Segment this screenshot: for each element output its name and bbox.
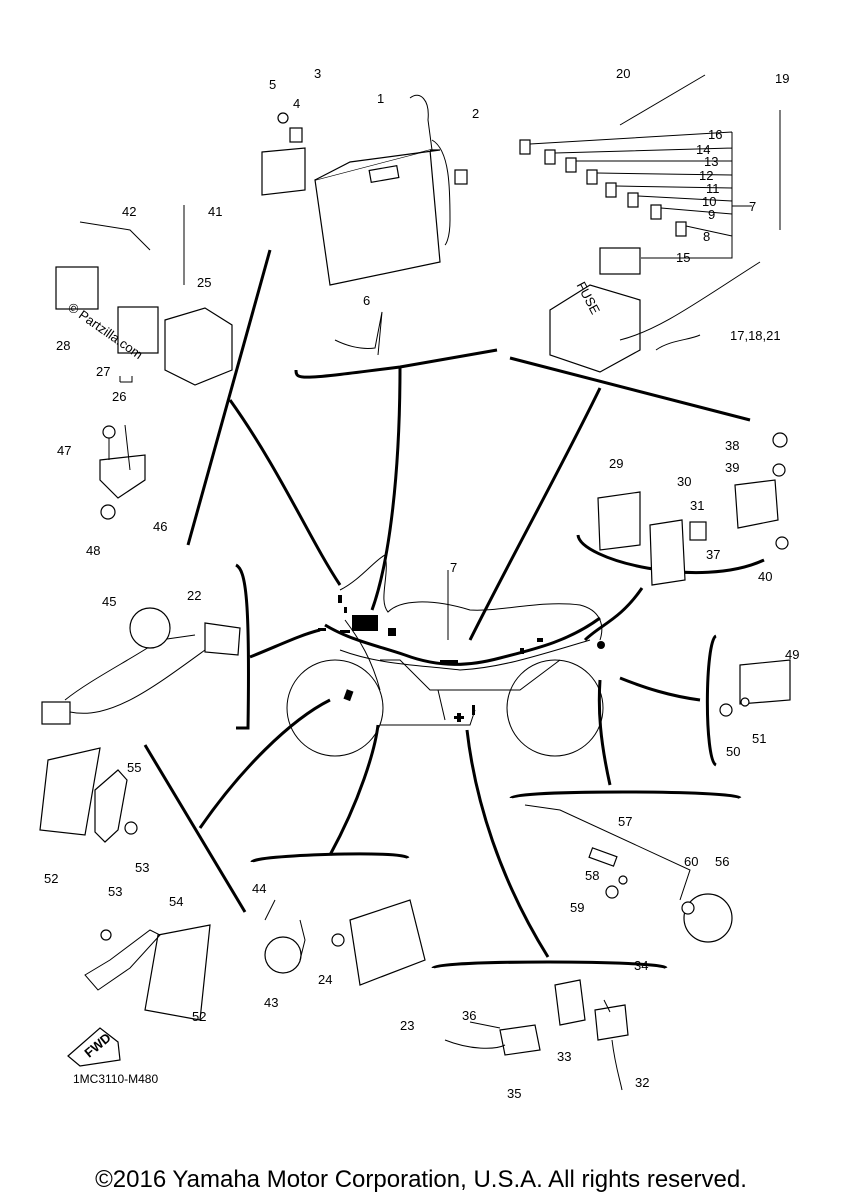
callout: 17,18,21: [730, 328, 781, 343]
callout: 29: [609, 456, 623, 471]
callout: 44: [252, 881, 266, 896]
callout: 59: [570, 900, 584, 915]
fuse-box-assembly: [519, 74, 781, 373]
callout: 5: [269, 77, 276, 92]
callout: 6: [363, 293, 370, 308]
callout: 34: [634, 958, 648, 973]
callout: 14: [696, 142, 710, 157]
callout: 28: [56, 338, 70, 353]
callout: 55: [127, 760, 141, 775]
callout: 33: [557, 1049, 571, 1064]
callout: 8: [703, 229, 710, 244]
callout: 27: [96, 364, 110, 379]
callout: 32: [635, 1075, 649, 1090]
callout: 26: [112, 389, 126, 404]
callout: 16: [708, 127, 722, 142]
callout: 39: [725, 460, 739, 475]
callout: 58: [585, 868, 599, 883]
callout: 46: [153, 519, 167, 534]
callout: 11: [706, 181, 720, 196]
callout: 15: [676, 250, 690, 265]
callout: 36: [462, 1008, 476, 1023]
left-lower-parts: [39, 747, 211, 1067]
callout: 25: [197, 275, 211, 290]
callout: 49: [785, 647, 799, 662]
left-upper-parts: [55, 205, 233, 520]
callout: 3: [314, 66, 321, 81]
callout: 7: [450, 560, 457, 575]
callout: 50: [726, 744, 740, 759]
callout: 43: [264, 995, 278, 1010]
callout: 40: [758, 569, 772, 584]
callout: 22: [187, 588, 201, 603]
leader-lines: [143, 249, 765, 970]
callout: 51: [752, 731, 766, 746]
callout: 10: [702, 194, 716, 209]
callout: 20: [616, 66, 630, 81]
motorcycle-outline: [286, 554, 605, 757]
drawing-code: 1MC3110-M480: [73, 1072, 159, 1086]
callout: 57: [618, 814, 632, 829]
callout: 37: [706, 547, 720, 562]
callout: 2: [472, 106, 479, 121]
callout: 9: [708, 207, 715, 222]
battery-assembly: [261, 94, 468, 356]
callout: 24: [318, 972, 332, 987]
callout: 53: [135, 860, 149, 875]
callout: 52: [192, 1009, 206, 1024]
callout: 23: [400, 1018, 414, 1033]
callout: 13: [704, 154, 718, 169]
callout: 52: [44, 871, 58, 886]
callout: 48: [86, 543, 100, 558]
callout: 41: [208, 204, 222, 219]
callout: 60: [684, 854, 698, 869]
callout: 38: [725, 438, 739, 453]
copyright: ©2016 Yamaha Motor Corporation, U.S.A. A…: [95, 1166, 747, 1193]
callout: 7: [749, 199, 756, 214]
callout: 12: [699, 168, 713, 183]
lower-center-parts: [264, 899, 629, 1091]
callout: 35: [507, 1086, 521, 1101]
callout-labels: 1 2 3 4 5 6 7 7 8 9 10 11 12 13 14 15 16…: [44, 66, 799, 1101]
callout: 42: [122, 204, 136, 219]
callout: 30: [677, 474, 691, 489]
callout: 31: [690, 498, 704, 513]
left-middle-parts: [41, 607, 241, 725]
callout: 1: [377, 91, 384, 106]
callout: 4: [293, 96, 300, 111]
callout: 56: [715, 854, 729, 869]
callout: 53: [108, 884, 122, 899]
callout: 45: [102, 594, 116, 609]
callout: 47: [57, 443, 71, 458]
callout: 19: [775, 71, 789, 86]
callout: 54: [169, 894, 183, 909]
right-side-parts: [524, 432, 791, 943]
